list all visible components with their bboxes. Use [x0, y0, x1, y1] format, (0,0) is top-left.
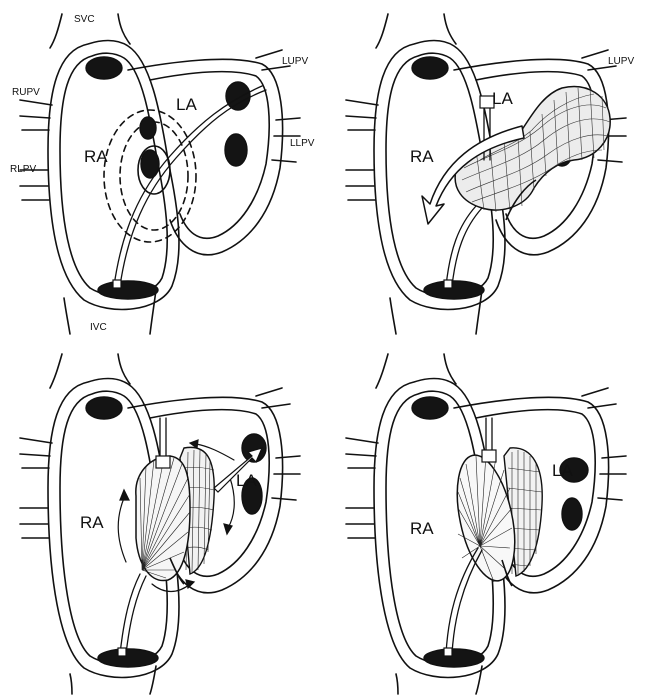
rlpv-label: RLPV — [10, 164, 36, 175]
lupv-label: LUPV — [282, 56, 308, 67]
flow-arrow-icon — [152, 584, 190, 592]
svc-vessel — [50, 14, 62, 48]
catheter — [114, 86, 262, 286]
rupv-label: RUPV — [12, 87, 40, 98]
la-label: LA — [236, 471, 257, 490]
lupv-lumen — [226, 82, 250, 110]
la-label: LA — [176, 95, 197, 114]
delivery-cable — [446, 548, 478, 654]
catheter-hub — [156, 456, 170, 468]
flow-arrow-icon — [118, 498, 126, 562]
flow-arrow-icon — [228, 478, 234, 528]
panel-step-2: LUPV RA LA — [326, 0, 652, 348]
ra-label: RA — [80, 513, 104, 532]
ivc-label: IVC — [90, 322, 107, 333]
ra-label: RA — [410, 519, 434, 538]
la-label: LA — [552, 461, 573, 480]
catheter-tip — [444, 280, 452, 288]
llpv-lumen — [225, 134, 247, 166]
panel-step-1: SVC RUPV RLPV LUPV LLPV RA LA IVC — [0, 0, 326, 348]
rupv-vessel — [20, 100, 52, 130]
svc-label: SVC — [74, 14, 95, 25]
rupv-lumen — [140, 117, 156, 139]
llpv-label: LLPV — [290, 138, 315, 149]
catheter — [446, 206, 476, 286]
la-label: LA — [492, 89, 513, 108]
panel-step-4: RA LA — [326, 348, 652, 696]
ivc-vessel — [64, 298, 70, 334]
catheter-tip — [118, 648, 126, 656]
right-atrial-disc — [136, 456, 190, 581]
svc-lumen — [86, 57, 122, 79]
ra-label: RA — [410, 147, 434, 166]
ra-label: RA — [84, 147, 108, 166]
catheter — [120, 574, 140, 654]
lupv-label: LUPV — [608, 56, 634, 67]
catheter-hub — [482, 450, 496, 462]
panel-step-3: RA LA — [0, 348, 326, 696]
ivc-lumen — [98, 281, 158, 299]
catheter-tip — [444, 648, 452, 656]
catheter-tip — [113, 280, 121, 288]
